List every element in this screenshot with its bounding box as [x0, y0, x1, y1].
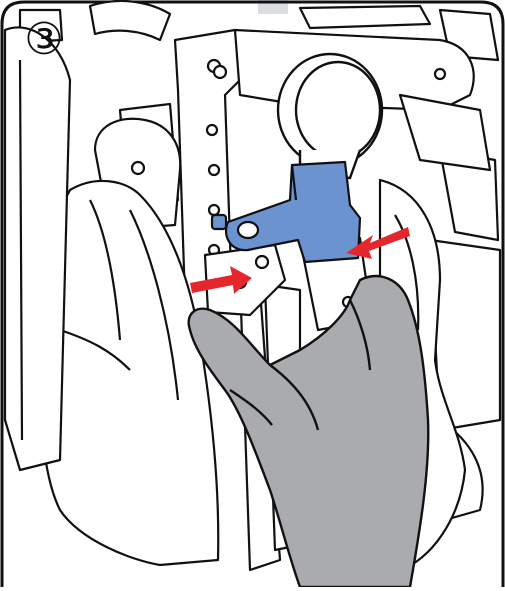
round-knob: [276, 52, 384, 180]
gloved-hand-icon: [187, 274, 430, 589]
red-direction-arrow-icon: [190, 266, 252, 294]
upper-bracket-hole-2: [433, 67, 447, 81]
blue-locking-lever-icon: [210, 160, 362, 264]
plate-hole-3: [207, 163, 221, 177]
upper-bracket-hole-1: [212, 64, 228, 80]
lower-bracket-hole-top: [254, 254, 270, 270]
red-direction-arrow-icon: [346, 227, 410, 259]
left-bracket-bolt: [130, 160, 146, 176]
plate-hole-4: [207, 203, 221, 217]
step-number-label: ③: [24, 14, 64, 65]
plate-hole-2: [205, 123, 219, 137]
seat-cover: [3, 26, 220, 567]
